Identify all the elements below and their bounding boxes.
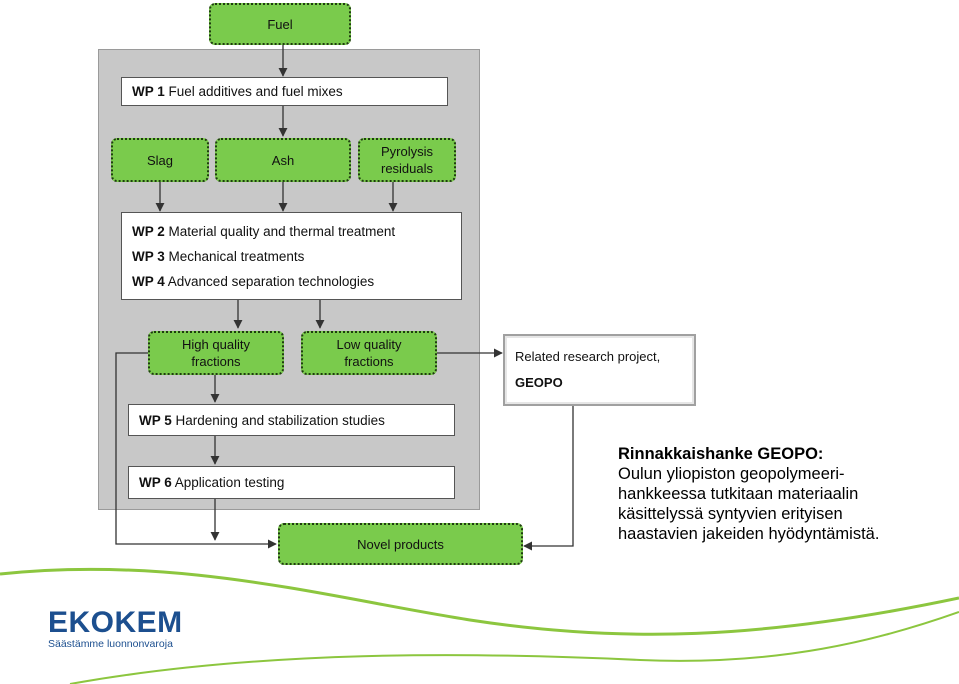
- high-quality-box: High quality fractions: [148, 331, 284, 375]
- geopo-description: Rinnakkaishanke GEOPO: Oulun yliopiston …: [618, 444, 953, 544]
- slag-label: Slag: [146, 152, 174, 168]
- swoosh-upper: [0, 567, 959, 636]
- wp2-text: Material quality and thermal treatment: [168, 223, 396, 239]
- wp2-row: WP 2 Material quality and thermal treatm…: [132, 219, 461, 244]
- related-project-line1: Related research project,: [515, 349, 661, 364]
- logo-wordmark: EKOKEM: [48, 606, 183, 639]
- wp6-number: WP 6: [139, 475, 172, 490]
- wp6-text: Application testing: [174, 475, 285, 490]
- ash-label: Ash: [271, 152, 295, 168]
- wp3-number: WP 3: [132, 248, 165, 264]
- wp6-box: WP 6 Application testing: [128, 466, 455, 499]
- wp1-box: WP 1 Fuel additives and fuel mixes: [121, 77, 448, 106]
- low-quality-line1: Low quality: [336, 337, 402, 352]
- wp1-text: Fuel additives and fuel mixes: [168, 84, 343, 99]
- wp4-row: WP 4 Advanced separation technologies: [132, 269, 461, 294]
- wp5-text: Hardening and stabilization studies: [175, 412, 385, 428]
- pyrolysis-label-line2: residuals: [380, 161, 434, 176]
- high-quality-line1: High quality: [182, 337, 250, 352]
- low-quality-box: Low quality fractions: [301, 331, 437, 375]
- geopo-line-3: käsittelyssä syntyvien erityisen: [618, 505, 843, 523]
- geopo-line-2: hankkeessa tutkitaan materiaalin: [618, 485, 859, 503]
- wp1-number: WP 1: [132, 84, 165, 99]
- geopo-title: Rinnakkaishanke GEOPO:: [618, 445, 824, 463]
- high-quality-line2: fractions: [191, 354, 241, 369]
- wp5-number: WP 5: [139, 412, 172, 428]
- related-project-line2: GEOPO: [515, 375, 563, 390]
- slag-box: Slag: [111, 138, 209, 182]
- arrow-related-novel: [523, 406, 574, 551]
- fuel-label: Fuel: [267, 16, 293, 32]
- wp3-row: WP 3 Mechanical treatments: [132, 244, 461, 269]
- novel-products-label: Novel products: [357, 536, 444, 552]
- wp4-text: Advanced separation technologies: [167, 273, 375, 289]
- ekokem-logo: EKOKEM Säästämme luonnonvaroja: [48, 606, 188, 651]
- wp2-4-box: WP 2 Material quality and thermal treatm…: [121, 212, 462, 300]
- wp4-number: WP 4: [132, 273, 165, 289]
- geopo-line-4: haastavien jakeiden hyödyntämistä.: [618, 525, 880, 543]
- low-quality-line2: fractions: [344, 354, 394, 369]
- pyrolysis-label-line1: Pyrolysis: [380, 144, 433, 159]
- wp3-text: Mechanical treatments: [168, 248, 305, 264]
- related-project-box: Related research project, GEOPO: [503, 334, 696, 406]
- geopo-line-1: Oulun yliopiston geopolymeeri-: [618, 465, 845, 483]
- wp5-box: WP 5 Hardening and stabilization studies: [128, 404, 455, 436]
- wp2-number: WP 2: [132, 223, 165, 239]
- swoosh-lower: [69, 611, 959, 684]
- fuel-box: Fuel: [209, 3, 351, 45]
- ash-box: Ash: [215, 138, 351, 182]
- pyrolysis-box: Pyrolysis residuals: [358, 138, 456, 182]
- arrow-high-novel-bypass: [115, 352, 277, 549]
- novel-products-box: Novel products: [278, 523, 523, 565]
- logo-tagline: Säästämme luonnonvaroja: [48, 638, 173, 650]
